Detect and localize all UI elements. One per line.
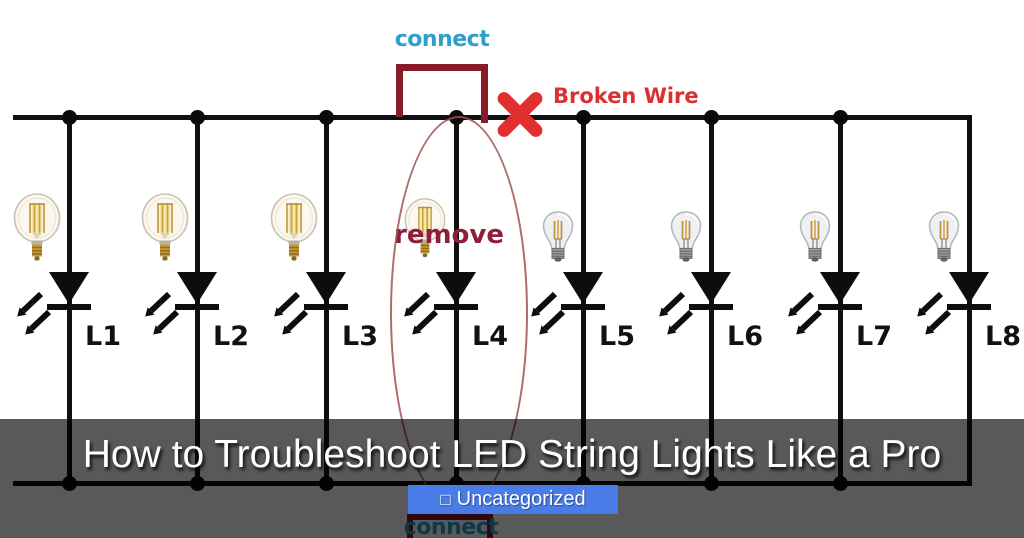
led-label-l5: L5: [599, 321, 635, 352]
jumper-wire-top-stub: [481, 112, 488, 123]
bulb-unlit-icon: [927, 210, 961, 270]
top-junction-dot-l5: [576, 110, 591, 125]
led-label-l2: L2: [213, 321, 249, 352]
led-symbol-icon-l3: [266, 268, 386, 352]
led-symbol-icon-l7: [780, 268, 900, 352]
led-label-l1: L1: [85, 321, 121, 352]
jumper-wire-top: [396, 64, 488, 117]
top-junction-dot-l6: [704, 110, 719, 125]
led-label-l7: L7: [856, 321, 892, 352]
led-label-l6: L6: [727, 321, 763, 352]
bulb-unlit-icon: [798, 210, 832, 270]
bulb-lit-icon: [13, 192, 61, 268]
led-symbol-icon-l8: [909, 268, 1024, 352]
category-label: Uncategorized: [456, 488, 586, 510]
top-junction-dot-l7: [833, 110, 848, 125]
top-wire: [13, 115, 971, 120]
led-symbol-icon-l6: [651, 268, 771, 352]
led-symbol-icon-l5: [523, 268, 643, 352]
bulb-lit-icon: [270, 192, 318, 268]
category-badge[interactable]: □ Uncategorized: [408, 485, 618, 514]
title-overlay: [0, 419, 1024, 538]
category-placeholder-icon: □: [440, 490, 451, 509]
top-junction-dot-l1: [62, 110, 77, 125]
broken-wire-label: Broken Wire: [553, 84, 699, 108]
led-symbol-icon-l1: [9, 268, 129, 352]
page-title: How to Troubleshoot LED String Lights Li…: [82, 433, 942, 476]
bulb-unlit-icon: [541, 210, 575, 270]
led-label-l3: L3: [342, 321, 378, 352]
connect-label-top: connect: [394, 27, 490, 52]
top-junction-dot-l2: [190, 110, 205, 125]
led-label-l8: L8: [985, 321, 1021, 352]
broken-wire-x-icon: [491, 86, 549, 144]
led-symbol-icon-l2: [137, 268, 257, 352]
top-junction-dot-l3: [319, 110, 334, 125]
bulb-lit-icon: [141, 192, 189, 268]
bulb-unlit-icon: [669, 210, 703, 270]
